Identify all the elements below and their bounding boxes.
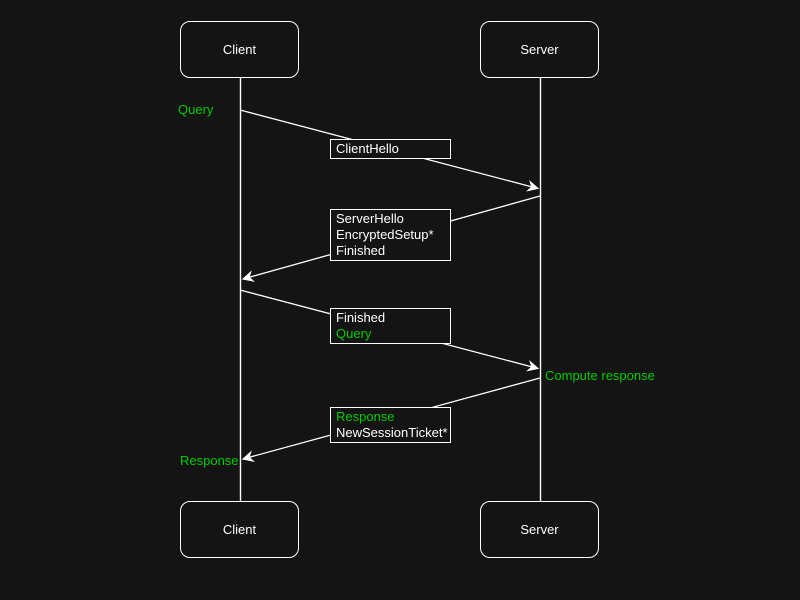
message-label-response-ticket: Response NewSessionTicket* (330, 407, 451, 443)
actor-client-bottom: Client (180, 501, 299, 558)
message-line: ServerHello (336, 211, 404, 226)
message-label-serverhello: ServerHello EncryptedSetup* Finished (330, 209, 451, 261)
actor-client-top: Client (180, 21, 299, 78)
annotation-response: Response (180, 453, 239, 468)
message-line: ClientHello (336, 141, 399, 156)
message-line-query: Query (336, 326, 372, 341)
actor-server-top-label: Server (520, 42, 559, 57)
actor-client-top-label: Client (222, 42, 257, 57)
message-line: NewSessionTicket* (336, 425, 448, 440)
actor-server-top: Server (480, 21, 599, 78)
message-label-clienthello: ClientHello (330, 139, 451, 159)
actor-server-bottom-label: Server (520, 522, 559, 537)
message-line: Finished (336, 243, 386, 258)
actor-client-bottom-label: Client (222, 522, 257, 537)
message-label-finished-query: Finished Query (330, 308, 451, 344)
message-line: Finished (336, 310, 386, 325)
message-line-response: Response (336, 409, 395, 424)
annotation-compute-response: Compute response (545, 368, 655, 383)
annotation-query: Query (178, 102, 214, 117)
message-line: EncryptedSetup* (336, 227, 434, 242)
actor-server-bottom: Server (480, 501, 599, 558)
